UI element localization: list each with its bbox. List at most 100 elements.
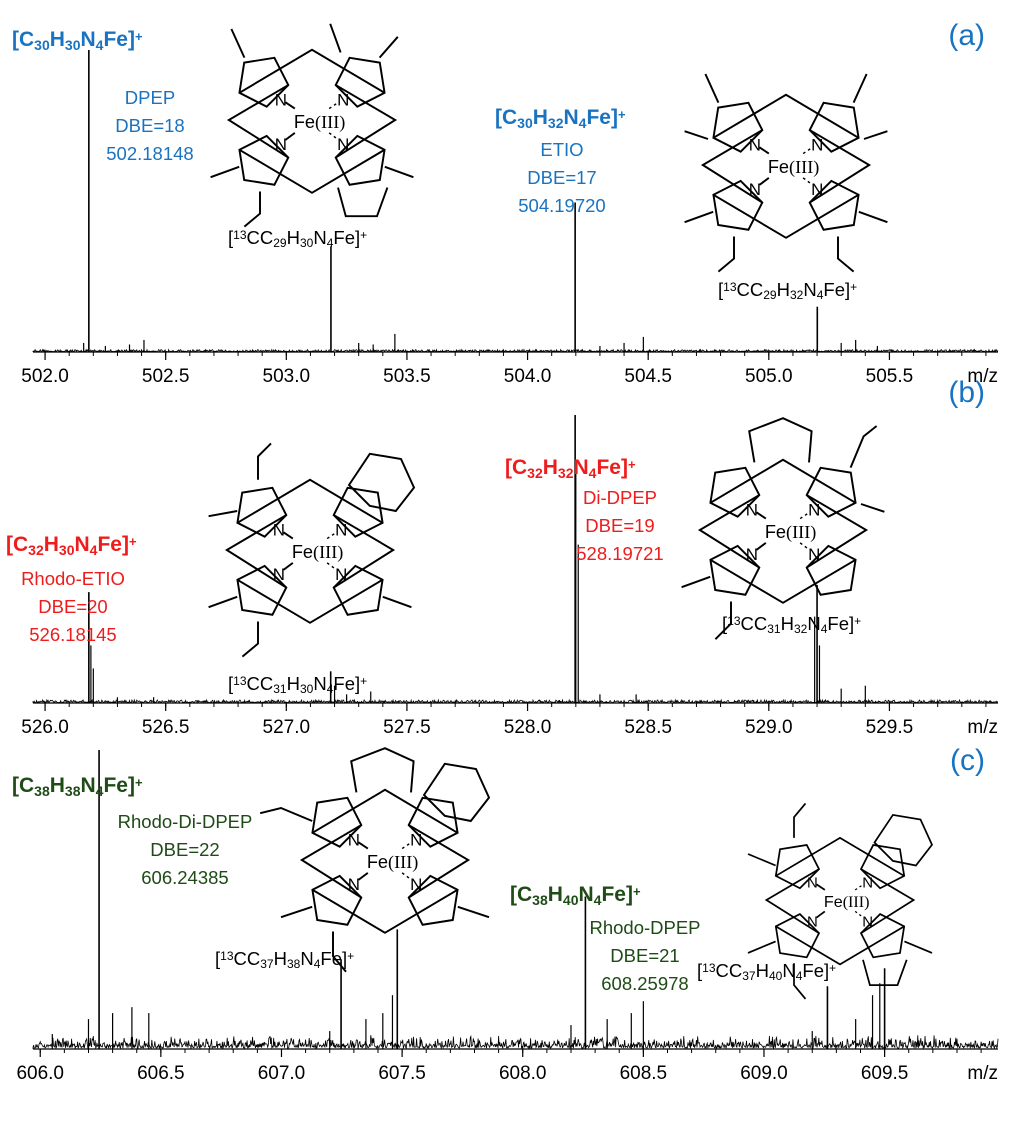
info-second-line: Rhodo-DPEP (589, 917, 700, 938)
formula-part: [C (6, 533, 28, 556)
iso-part: CC (716, 960, 743, 981)
formula-part: [C (12, 774, 34, 797)
iso-part: N (807, 613, 820, 634)
meso-bridge (335, 84, 398, 159)
pyrrole-ring (334, 56, 386, 108)
tick-label: 528.0 (504, 717, 552, 738)
substituent (259, 806, 313, 822)
iso-part: 37 (742, 969, 756, 983)
meso-bridge (712, 193, 860, 239)
iso-part: + (850, 280, 857, 294)
meso-bridge (860, 868, 916, 934)
meso-bridge (700, 129, 763, 204)
oxidation-state: (III) (789, 157, 819, 178)
substituent (684, 210, 714, 224)
meso-bridge (697, 494, 760, 569)
formula-part: N (564, 106, 579, 129)
iso-part: [ (228, 673, 233, 694)
iso-part: 4 (327, 236, 334, 250)
info-second-line: 528.19721 (576, 543, 663, 564)
iron-symbol: Fe (294, 112, 315, 132)
tick-label: 504.5 (624, 366, 672, 387)
formula-part: 4 (594, 892, 602, 908)
formula-part: 4 (96, 37, 104, 53)
tick-label: 502.5 (142, 366, 190, 387)
pyrrole-ring (805, 466, 857, 518)
nitrogen-atom: N (410, 875, 422, 894)
info-main-line: 526.18145 (29, 624, 116, 645)
substituent (858, 210, 888, 224)
iso-part: Fe] (333, 227, 360, 248)
n-fe-dative-bond (326, 531, 337, 540)
substituent (860, 503, 885, 513)
pyrrole-ring (238, 134, 290, 186)
pyrrole-ring (709, 544, 761, 596)
substituent (257, 442, 272, 480)
exocyclic-ring (748, 417, 813, 463)
tick-label: 529.5 (866, 717, 914, 738)
meso-bridge (224, 514, 287, 589)
iso-part: + (347, 949, 354, 963)
substituent (230, 28, 246, 59)
n-fe-bond (816, 910, 826, 919)
substituent (332, 931, 347, 973)
iso-part: H (274, 948, 287, 969)
oxidation-state: (III) (313, 542, 343, 563)
iso-part: 13 (233, 228, 247, 242)
formula-main: [C32H30N4Fe]+ (6, 533, 137, 558)
iso-part: 32 (794, 622, 808, 636)
formula-part: 32 (28, 542, 44, 558)
nitrogen-atom: N (410, 831, 422, 850)
substituent (241, 621, 259, 658)
tick-label: 504.0 (504, 366, 552, 387)
nitrogen-atom: N (862, 874, 873, 891)
info-main-line: 606.24385 (141, 867, 228, 888)
iso-part: 30 (300, 236, 314, 250)
exocyclic-ring (862, 959, 908, 986)
oxidation-state: (III) (315, 112, 345, 133)
formula-part: Fe] (601, 883, 633, 906)
nitrogen-atom: N (749, 180, 761, 199)
tick-label: 503.5 (383, 366, 431, 387)
tick-label: 503.0 (263, 366, 311, 387)
isotope-label-2: [13CC37H40N4Fe]+ (697, 960, 836, 983)
substituent (384, 165, 414, 179)
axis-unit-label: m/z (967, 1063, 998, 1084)
formula-main: [C30H30N4Fe]+ (12, 28, 143, 53)
iso-part: + (360, 228, 367, 242)
formula-second: [C32H32N4Fe]+ (505, 456, 636, 481)
info-main-line: DBE=18 (115, 115, 184, 136)
meso-bridge (238, 148, 386, 194)
tick-label: 505.5 (866, 366, 914, 387)
info-second-line: DBE=21 (610, 945, 679, 966)
tick-label: 527.5 (383, 717, 431, 738)
nitrogen-atom: N (749, 136, 761, 155)
formula-part: 30 (517, 115, 533, 131)
tick-label: 529.0 (745, 717, 793, 738)
formula-part: H (50, 774, 65, 797)
nitrogen-atom: N (862, 913, 873, 930)
tick-label: 502.0 (21, 366, 69, 387)
nitrogen-atom: N (275, 91, 287, 110)
pyrrole-ring (407, 874, 459, 926)
iso-part: Fe] (333, 673, 360, 694)
iso-part: H (287, 227, 300, 248)
nitrogen-atom: N (808, 545, 820, 564)
pyrrole-ring (238, 56, 290, 108)
iso-part: N (313, 673, 326, 694)
formula-part: + (618, 107, 626, 122)
substituent (793, 802, 807, 838)
iso-part: 4 (796, 969, 803, 983)
substituent (684, 130, 709, 140)
nitrogen-atom: N (337, 135, 349, 154)
n-fe-dative-bond (799, 511, 810, 520)
pyrrole-ring (332, 564, 384, 616)
n-fe-bond (284, 132, 296, 141)
substituent (904, 940, 933, 954)
iron-symbol: Fe (367, 852, 388, 872)
